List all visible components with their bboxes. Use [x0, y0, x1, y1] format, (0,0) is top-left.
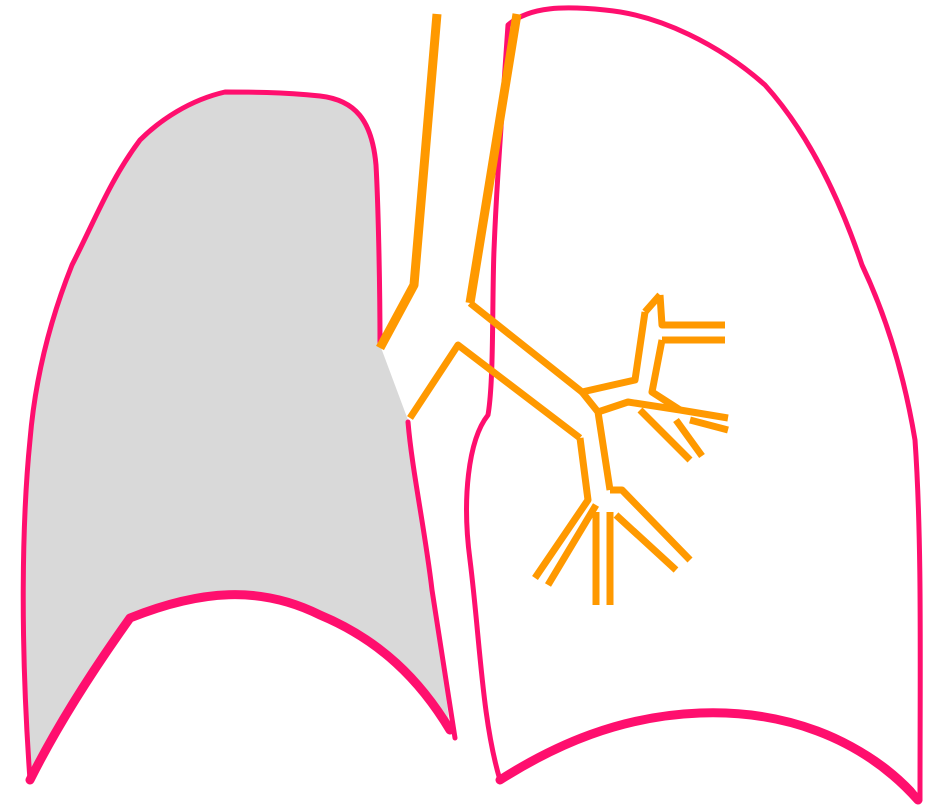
left-lung — [23, 92, 455, 780]
lower-branch-right-b — [616, 515, 676, 570]
right-lung-base — [500, 713, 918, 800]
left-bronchus-stub — [410, 345, 580, 438]
middle-branch-a — [598, 402, 728, 418]
upper-branch-d — [652, 340, 680, 410]
middle-branch-b — [690, 420, 728, 430]
trachea-left-wall — [380, 14, 437, 348]
bronchial-tree — [380, 14, 728, 605]
upper-branch-b — [660, 295, 725, 325]
middle-branch-c — [640, 410, 690, 460]
right-bronchus-upper-wall — [470, 303, 645, 392]
